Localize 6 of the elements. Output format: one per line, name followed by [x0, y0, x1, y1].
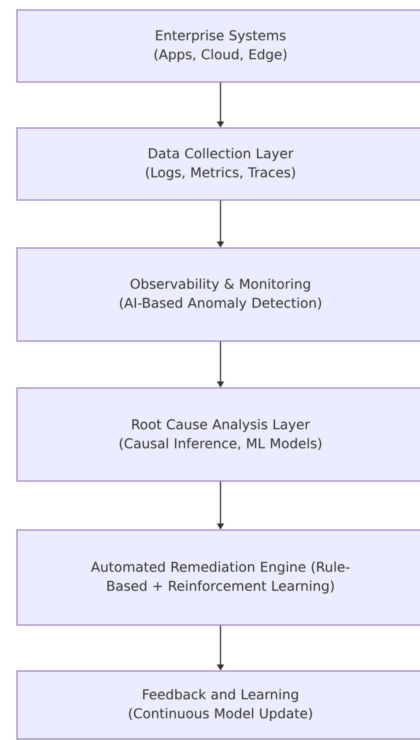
- process-box: Feedback and Learning (Continuous Model Update): [16, 670, 420, 740]
- process-box: Enterprise Systems (Apps, Cloud, Edge): [16, 10, 420, 82]
- process-box: Observability & Monitoring (AI-Based Anomaly Detection): [16, 248, 420, 342]
- process-box: Data Collection Layer (Logs, Metrics, Traces): [16, 128, 420, 200]
- process-box: Automated Remediation Engine (Rule-Based + Reinforcement Learning): [16, 530, 420, 626]
- process-box: Root Cause Analysis Layer (Causal Inference, ML Models): [16, 388, 420, 482]
